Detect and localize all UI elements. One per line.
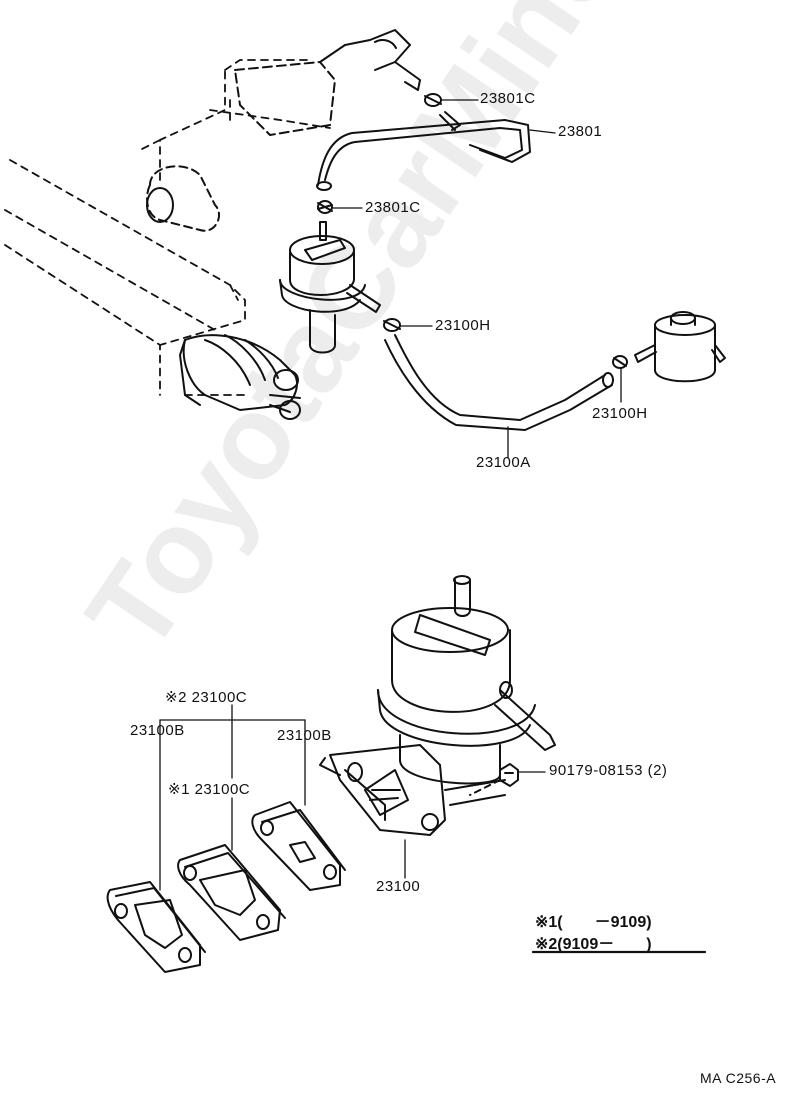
clip-23100h-right: [612, 355, 628, 369]
gasket-23100b-right: [251, 801, 346, 891]
gasket-23100b-left: [106, 881, 206, 973]
diagram-code: MA C256-A: [700, 1070, 777, 1086]
clip-23100h-left: [383, 318, 401, 332]
label-90179: 90179-08153 (2): [549, 762, 668, 779]
spacer-23100c: [177, 844, 286, 941]
hose-23100a: [384, 334, 614, 431]
fuel-filter-right: [634, 311, 726, 383]
label-23100: 23100: [376, 878, 421, 895]
note-type2: ※2(9109－ ): [535, 936, 652, 953]
label-23100b-right: 23100B: [277, 727, 332, 744]
fuel-pump-23100: [319, 575, 556, 836]
clip-23801c-mid: [317, 200, 333, 214]
leader-lines: [159, 99, 622, 891]
label-23100c-type1: ※1 23100C: [168, 781, 251, 798]
intake-bellows: [179, 334, 301, 420]
small-pump-upper: [279, 221, 381, 354]
clip-23801c-top: [424, 93, 442, 107]
label-23801: 23801: [558, 123, 603, 140]
label-23100h-right: 23100H: [592, 405, 648, 422]
label-23801c-mid: 23801C: [365, 199, 421, 216]
label-23100a: 23100A: [476, 454, 531, 471]
label-23801c-top: 23801C: [480, 90, 536, 107]
note-type1: ※1( －9109): [535, 914, 652, 931]
upper-component: [146, 29, 421, 232]
hose-23801: [316, 111, 531, 191]
nut-90179: [469, 763, 519, 796]
label-23100h-left: 23100H: [435, 317, 491, 334]
label-23100c-type2: ※2 23100C: [165, 689, 248, 706]
label-23100b-left: 23100B: [130, 722, 185, 739]
engine-block-outline: [4, 59, 331, 396]
